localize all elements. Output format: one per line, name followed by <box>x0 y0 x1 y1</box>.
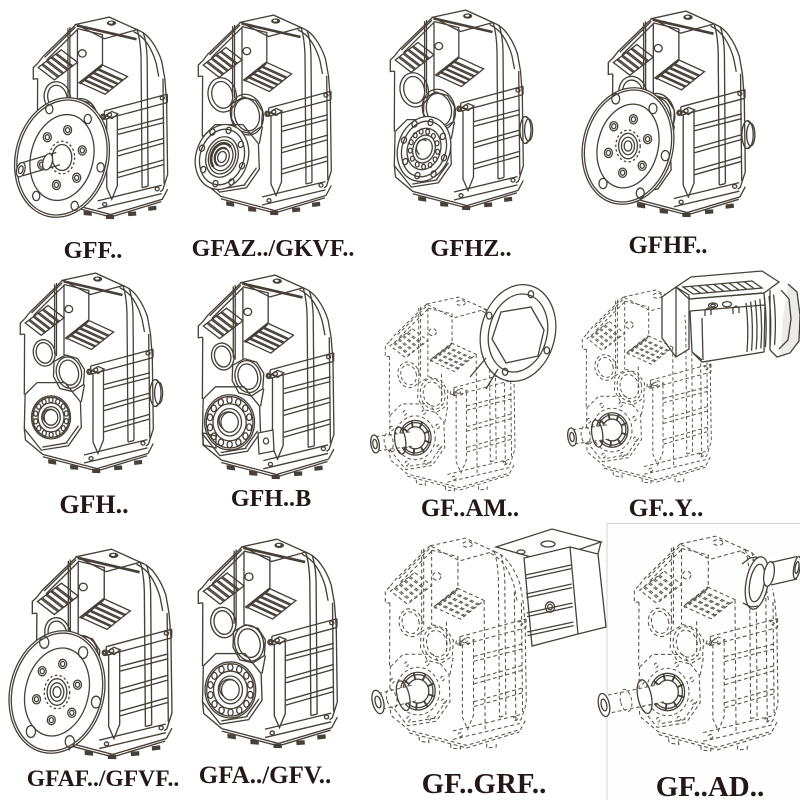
svg-text:GFHF..: GFHF.. <box>629 232 708 259</box>
svg-text:GFAF../GFVF..: GFAF../GFVF.. <box>27 766 180 792</box>
svg-text:GFH..: GFH.. <box>59 490 128 519</box>
svg-text:GFF..: GFF.. <box>64 237 123 264</box>
svg-text:GFH..B: GFH..B <box>231 486 311 512</box>
svg-text:GFAZ../GKVF..: GFAZ../GKVF.. <box>192 236 355 262</box>
svg-text:GFHZ..: GFHZ.. <box>430 235 511 262</box>
svg-text:GFA../GFV..: GFA../GFV.. <box>199 762 331 789</box>
svg-text:GF..GRF..: GF..GRF.. <box>422 768 547 800</box>
svg-text:GF..AD..: GF..AD.. <box>656 771 765 800</box>
svg-text:GF..Y..: GF..Y.. <box>629 493 704 522</box>
svg-text:GF..AM..: GF..AM.. <box>421 495 519 522</box>
